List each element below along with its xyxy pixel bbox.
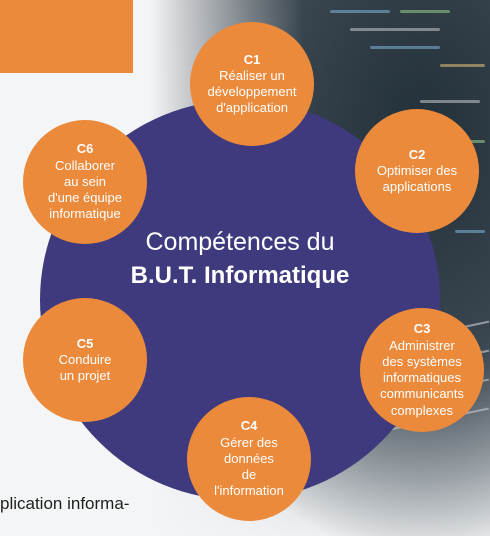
competence-label: Gérer des données de l'information (214, 434, 284, 499)
competence-node-c6: C6 Collaborer au sein d'une équipe infor… (23, 120, 147, 244)
competence-code: C1 (243, 51, 261, 67)
competence-node-c3: C3 Administrer des systèmes informatique… (360, 308, 484, 432)
competence-node-c2: C2 Optimiser des applications (355, 109, 479, 233)
competence-node-c1: C1 Réaliser un développement d'applicati… (190, 22, 314, 146)
competence-code: C2 (408, 146, 426, 162)
competence-code: C4 (240, 418, 258, 434)
competence-node-c4: C4 Gérer des données de l'information (187, 397, 311, 521)
competence-label: Collaborer au sein d'une équipe informat… (47, 157, 123, 222)
orange-header-block (0, 0, 133, 73)
competence-label: Optimiser des applications (376, 162, 458, 195)
competence-code: C5 (76, 335, 94, 351)
competence-node-c5: C5 Conduire un projet (23, 298, 147, 422)
competence-code: C3 (413, 321, 431, 337)
competence-code: C6 (76, 141, 94, 157)
center-subtitle: B.U.T. Informatique (130, 262, 350, 289)
center-title: Compétences du (145, 228, 335, 256)
truncated-body-text: plication informa- (0, 494, 130, 513)
competence-label: Administrer des systèmes informatiques c… (380, 337, 464, 418)
competence-label: Conduire un projet (58, 351, 112, 384)
competence-label: Réaliser un développement d'application (207, 67, 297, 116)
